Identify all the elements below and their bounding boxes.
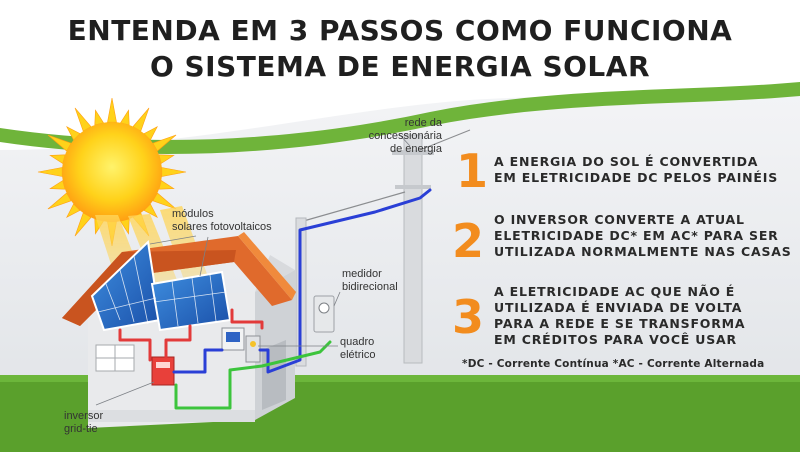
label-panel: quadro elétrico xyxy=(340,336,375,362)
ac-wire-out xyxy=(258,188,432,374)
panel-right xyxy=(150,270,232,332)
step-text-line: O INVERSOR CONVERTE A ATUAL xyxy=(494,212,745,227)
step-3-text: A ELETRICIDADE AC QUE NÃO É UTILIZADA É … xyxy=(494,284,745,348)
leader-lines xyxy=(95,133,411,406)
step-text-line: A ELETRICIDADE AC QUE NÃO É xyxy=(494,284,736,299)
label-modules-line: módulos xyxy=(172,208,214,220)
meter-icon xyxy=(313,295,335,333)
step-text-line: UTILIZADA NORMALMENTE NAS CASAS xyxy=(494,244,792,259)
sun-ray xyxy=(74,107,92,132)
label-panel-line: elétrico xyxy=(340,349,376,361)
sun-ray xyxy=(132,107,150,132)
step-2-number: 2 xyxy=(452,214,485,268)
step-text-line: EM CRÉDITOS PARA VOCÊ USAR xyxy=(494,332,737,347)
page-title-line-2: O SISTEMA DE ENERGIA SOLAR xyxy=(149,50,651,83)
step-1-number: 1 xyxy=(456,144,489,198)
label-modules: módulos solares fotovoltaicos xyxy=(172,208,272,234)
sun-disc xyxy=(62,122,162,222)
red-loop xyxy=(230,308,264,330)
step-3-number: 3 xyxy=(452,290,485,344)
label-inverter: inversor grid-tie xyxy=(64,410,103,436)
step-text-line: UTILIZADA É ENVIADA DE VOLTA xyxy=(494,300,743,315)
dc-wire-2 xyxy=(164,324,192,359)
ac-wire-house xyxy=(172,348,224,374)
solar-panel-icon xyxy=(90,239,232,332)
step-text-line: A ENERGIA DO SOL É CONVERTIDA xyxy=(494,154,759,169)
label-modules-line: solares fotovoltaicos xyxy=(172,221,272,233)
label-inverter-line: grid-tie xyxy=(64,423,98,435)
green-band xyxy=(0,82,800,154)
step-text-line: EM ELETRICIDADE DC PELOS PAINÉIS xyxy=(494,170,779,185)
sun-ray xyxy=(94,109,104,126)
label-grid: rede da concessionária de energia xyxy=(346,117,442,156)
label-grid-line: rede da xyxy=(404,117,442,129)
label-meter: medidor bidirecional xyxy=(342,268,398,294)
inverter-icon xyxy=(151,356,175,386)
label-inverter-line: inversor xyxy=(64,410,104,422)
step-text-line: PARA A REDE E SE TRANSFORMA xyxy=(494,316,746,331)
utility-pole-icon xyxy=(299,129,471,364)
label-grid-line: de energia xyxy=(390,143,442,155)
green-wire xyxy=(174,340,332,410)
sun-ray xyxy=(120,109,130,126)
label-grid-line: concessionária xyxy=(368,130,442,142)
footnote: *DC - Corrente Contínua *AC - Corrente A… xyxy=(462,358,765,370)
sun-ray xyxy=(107,97,117,123)
dc-wire xyxy=(118,328,152,362)
page-title-line-1: ENTENDA EM 3 PASSOS COMO FUNCIONA xyxy=(67,14,733,47)
step-1-text: A ENERGIA DO SOL É CONVERTIDA EM ELETRIC… xyxy=(494,154,778,186)
label-meter-line: bidirecional xyxy=(342,281,398,293)
wires xyxy=(118,188,432,410)
step-2-text: O INVERSOR CONVERTE A ATUAL ELETRICIDADE… xyxy=(494,212,792,260)
label-panel-line: quadro xyxy=(340,336,375,348)
electrical-panel-icon xyxy=(221,327,261,363)
label-meter-line: medidor xyxy=(342,268,382,280)
step-text-line: ELETRICIDADE DC* EM AC* PARA SER xyxy=(494,228,779,243)
